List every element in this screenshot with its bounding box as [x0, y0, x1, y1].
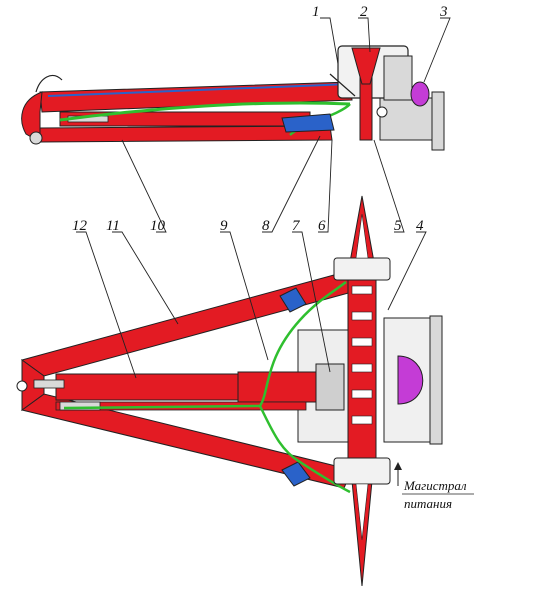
- supply-line-arrow-head: [394, 462, 402, 470]
- side-upper-beam: [39, 81, 353, 113]
- supply-line-label-2: питания: [404, 496, 452, 511]
- leader-lines: [76, 17, 451, 379]
- callout-4: 4: [416, 218, 424, 234]
- plan-front-pivot: [16, 380, 28, 392]
- side-front-pivot: [29, 131, 43, 145]
- callout-5: 5: [394, 218, 402, 234]
- side-hitch-plate: [383, 55, 413, 101]
- leader-4: [387, 231, 427, 311]
- plan-rail-slot-5: [351, 389, 373, 399]
- plan-rail-cap-bottom: [333, 457, 391, 485]
- callout-7: 7: [292, 218, 301, 234]
- leader-11: [112, 231, 179, 325]
- plan-cylinder-head: [237, 371, 319, 403]
- plan-lower-rod: [59, 401, 101, 411]
- plan-rail-bottom-inner: [355, 483, 369, 541]
- side-mount-post: [431, 91, 445, 151]
- leader-2: [358, 17, 371, 53]
- plan-hose: [63, 281, 347, 410]
- plan-view: [16, 195, 443, 587]
- callout-12: 12: [72, 218, 88, 234]
- leader-5: [373, 139, 405, 233]
- side-hitch-fork-front: [351, 47, 381, 85]
- plan-blue-bracket-top: [279, 287, 307, 313]
- callout-numbers: 1 2 3 4 5 6 7 8 9 10 11 12: [72, 4, 448, 234]
- plan-rail-slot-6: [351, 415, 373, 425]
- leader-7: [292, 231, 331, 373]
- plan-rail-slot-3: [351, 337, 373, 347]
- callout-1: 1: [312, 4, 320, 20]
- side-blue-bracket: [281, 113, 335, 133]
- callout-10: 10: [150, 218, 166, 234]
- plan-rail-slot-1: [351, 285, 373, 295]
- leader-1: [320, 17, 339, 65]
- plan-rail-top-inner: [355, 213, 369, 259]
- side-view: [21, 45, 445, 151]
- side-hose: [59, 101, 351, 122]
- plan-purple-dome: [397, 355, 424, 405]
- leader-12: [76, 231, 137, 379]
- callout-3: 3: [439, 4, 448, 20]
- plan-mount-post: [429, 315, 443, 445]
- side-hitch-arm: [329, 73, 356, 97]
- side-front-wire: [35, 75, 63, 93]
- callout-9: 9: [220, 218, 228, 234]
- callout-11: 11: [106, 218, 120, 234]
- plan-hose-lower: [258, 405, 351, 494]
- plan-rail-slot-4: [351, 363, 373, 373]
- leader-6: [318, 139, 333, 233]
- callout-8: 8: [262, 218, 270, 234]
- leader-8: [262, 135, 321, 233]
- leader-9: [220, 231, 269, 361]
- supply-line-caption: Магистрал питания: [402, 478, 474, 511]
- callout-6: 6: [318, 218, 326, 234]
- plan-aframe-tip: [21, 359, 45, 411]
- plan-cylinder-rod: [33, 379, 65, 389]
- plan-blue-bracket-bottom: [281, 461, 311, 487]
- side-hitch-pin: [376, 106, 388, 118]
- leader-10: [121, 139, 167, 233]
- plan-rail-cap-top: [333, 257, 391, 281]
- plan-hinge-block: [315, 363, 345, 411]
- leader-3: [423, 17, 451, 83]
- plan-mount-frame: [383, 317, 439, 443]
- plan-rail-slot-2: [351, 311, 373, 321]
- side-blue-rod: [47, 83, 351, 97]
- side-purple-actuator: [410, 81, 430, 107]
- callout-2: 2: [360, 4, 368, 20]
- supply-line-label-1: Магистрал: [403, 478, 467, 493]
